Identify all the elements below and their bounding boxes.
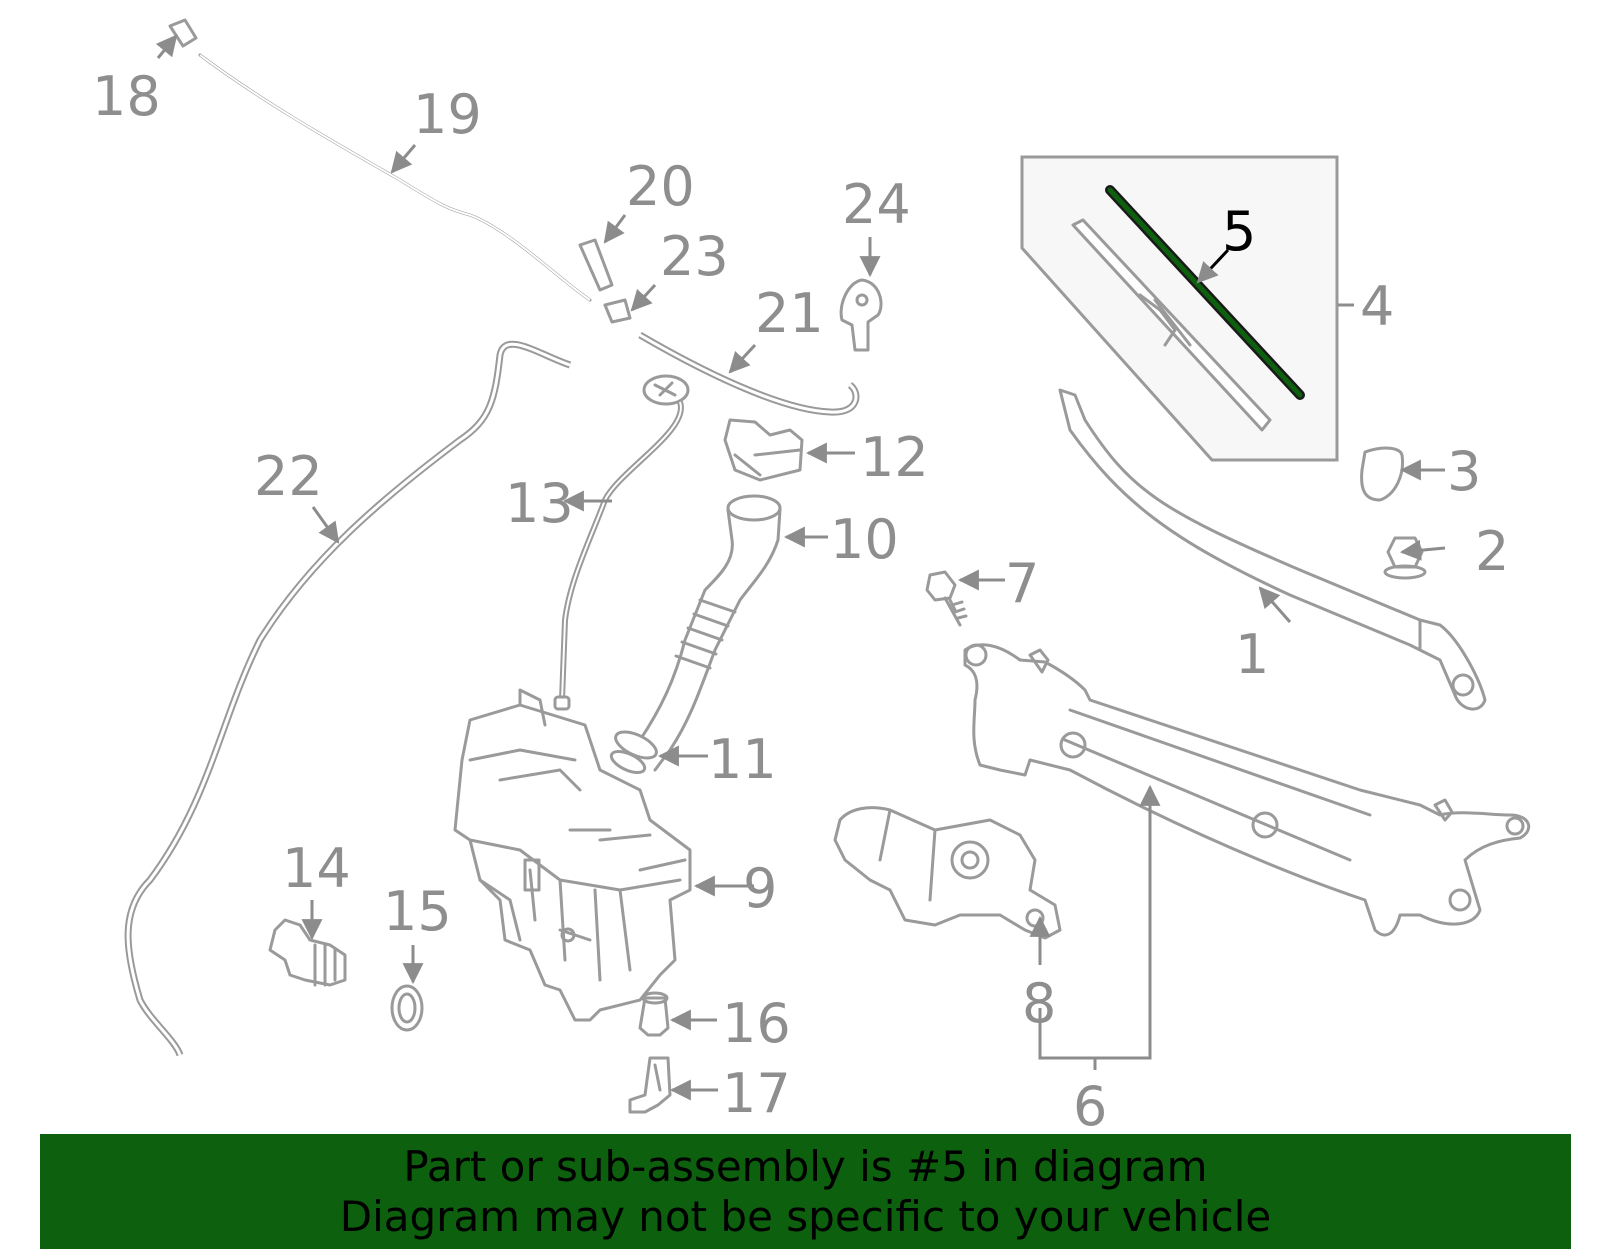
callout-3: 3 [1447,440,1481,503]
callout-1: 1 [1235,623,1269,686]
callout-13: 13 [505,472,574,535]
callout-16: 16 [722,992,791,1055]
callout-5-highlighted: 5 [1222,200,1256,263]
callout-7: 7 [1005,552,1039,615]
callout-11: 11 [708,728,777,791]
callout-17: 17 [722,1062,791,1125]
notice-banner: Part or sub-assembly is #5 in diagram Di… [40,1134,1571,1249]
part-22-hose [124,340,572,1057]
part-1-wiper-arm [1058,388,1487,711]
part-14-pump [268,918,347,987]
callout-23: 23 [660,225,729,288]
part-11-seal [609,730,658,775]
banner-line-1: Part or sub-assembly is #5 in diagram [403,1142,1208,1191]
callout-9: 9 [743,857,777,920]
callout-22: 22 [254,445,323,508]
callout-4: 4 [1360,275,1394,338]
part-6-linkage [963,643,1531,937]
part-23-connector [603,298,632,324]
callout-6: 6 [1073,1075,1107,1134]
part-24-nozzle [839,278,883,352]
part-20-elbow [578,238,614,292]
callout-20: 20 [626,155,695,218]
part-17-sensor [628,1056,672,1114]
part-5-refill-highlighted [1105,185,1305,400]
leader-lines [155,34,1446,1101]
callout-labels: 18 19 20 23 21 24 12 13 10 22 11 9 14 15… [92,65,1509,1134]
part-21-hose [638,331,860,416]
callout-2: 2 [1475,520,1509,583]
part-8-motor [833,806,1062,940]
callout-19: 19 [413,83,482,146]
part-18-fitting [168,18,198,48]
callout-18: 18 [92,65,161,128]
parts-diagram: 18 19 20 23 21 24 12 13 10 22 11 9 14 15… [92,18,1531,1134]
part-9-reservoir [453,688,692,1022]
part-13-cap [553,374,690,711]
part-16-grommet [638,991,670,1037]
callout-8: 8 [1022,972,1056,1035]
callout-10: 10 [830,508,899,571]
callout-21: 21 [755,282,824,345]
part-10-filler-neck [623,494,782,772]
part-15-grommet [390,984,424,1032]
part-7-bolt [925,570,968,627]
part-2-nut [1383,536,1427,580]
banner-line-2: Diagram may not be specific to your vehi… [339,1192,1272,1241]
part-4-blade-box [1020,155,1339,462]
callout-24: 24 [842,173,911,236]
callout-14: 14 [282,837,351,900]
part-12-bracket [723,418,804,482]
part-19-hose [198,53,592,302]
callout-12: 12 [860,426,929,489]
part-3-cover [1360,446,1405,502]
callout-15: 15 [383,880,452,943]
